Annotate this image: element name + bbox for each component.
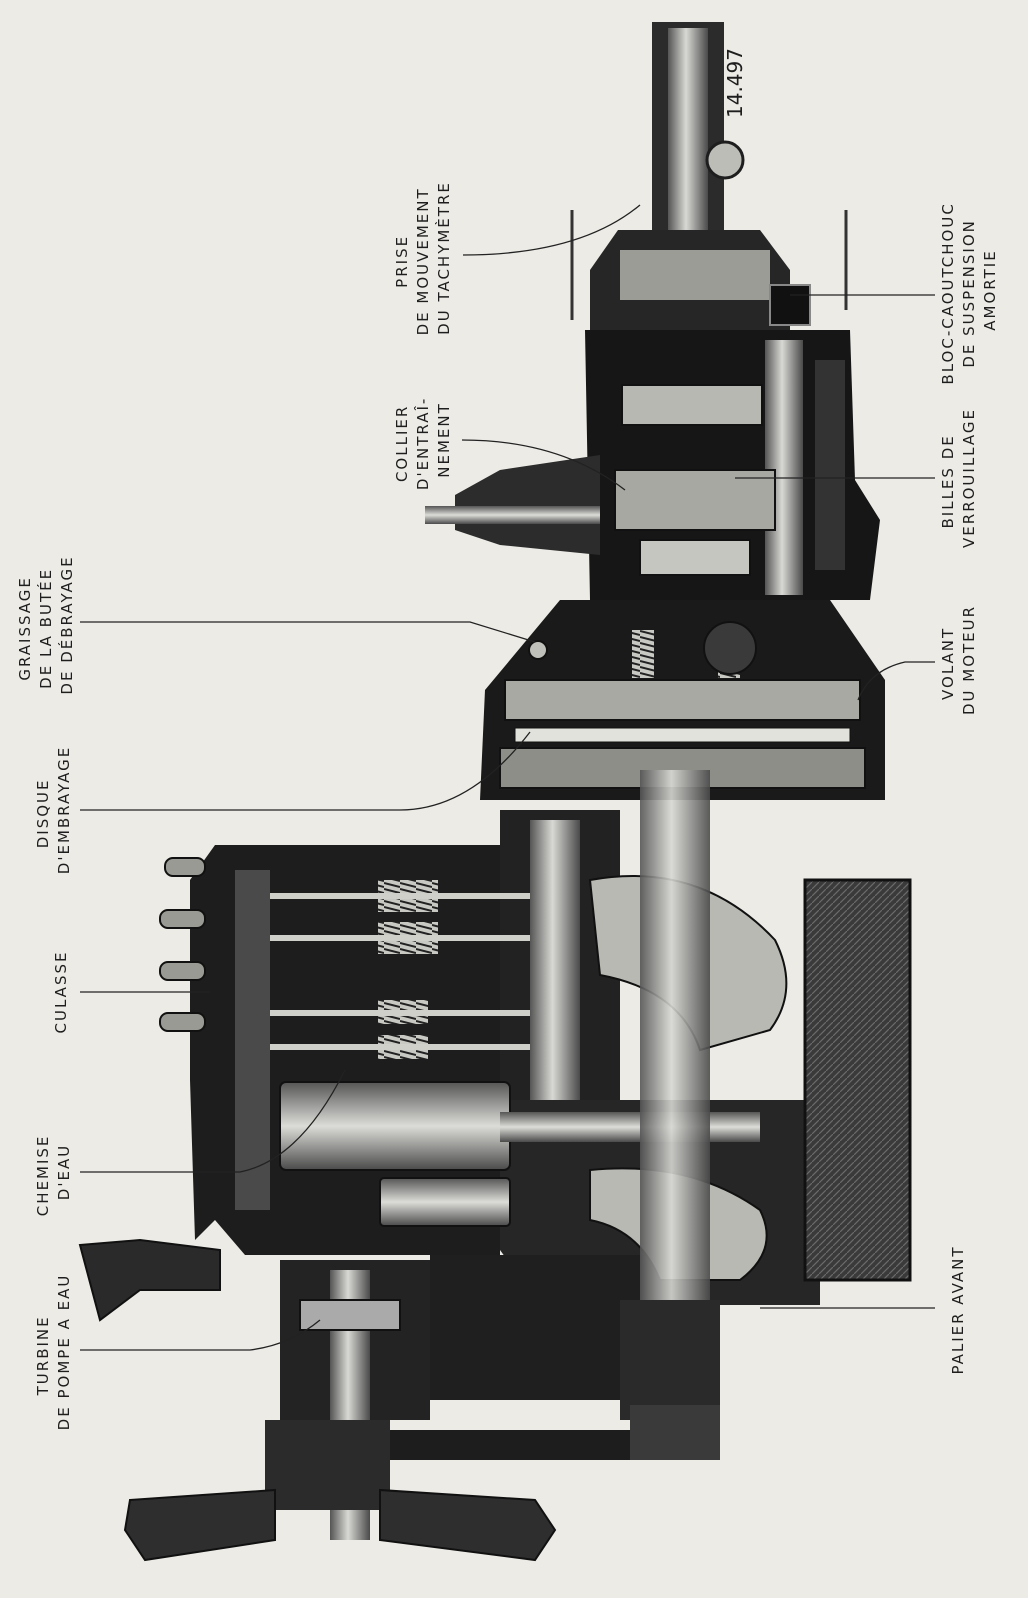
leader-collier (461, 439, 626, 491)
rear-bearing (620, 250, 770, 300)
label-tachymetre: PRISE DE MOUVEMENT DU TACHYMÈTRE (393, 181, 453, 336)
connecting-rod (500, 1112, 760, 1142)
label-culasse-line-1: CULASSE (52, 951, 70, 1034)
leader-disque (80, 731, 531, 811)
selector-rod (425, 506, 600, 524)
label-billes: BILLES DE VERROUILLAGE (939, 408, 978, 548)
label-turbine-line-2: DE POMPE A EAU (55, 1274, 73, 1431)
thrust-bearing-grease-cup (528, 640, 548, 660)
label-chemise-line-2: D'EAU (55, 1144, 73, 1200)
spark-plug-3 (159, 961, 206, 981)
leader-turbine (80, 1319, 321, 1351)
cylinder-head-water-jacket (235, 870, 270, 1210)
label-collier-line-3: NEMENT (435, 402, 453, 478)
label-collier: COLLIER D'ENTRAÎ- NEMENT (393, 390, 453, 490)
leader-lines (80, 204, 935, 1351)
gear-cluster-3 (639, 539, 751, 576)
valve-stem-4 (270, 1044, 530, 1050)
pump-turbine (299, 1299, 401, 1331)
speedometer-drive-gear (705, 140, 745, 180)
label-graissage-line-3: DE DÉBRAYAGE (57, 555, 76, 694)
label-graissage-line-2: DE LA BUTÉE (36, 568, 55, 689)
camshaft (530, 820, 580, 1100)
label-graissage-line-1: GRAISSAGE (16, 576, 34, 681)
labels-right-column: BLOC-CAOUTCHOUC DE SUSPENSION AMORTIE BI… (939, 195, 999, 1374)
spark-plug-1 (164, 857, 206, 877)
leader-graissage (80, 621, 536, 643)
gear-cluster-2 (614, 469, 776, 531)
label-chemise: CHEMISE D'EAU (34, 1128, 73, 1216)
valve-stem-3 (270, 1010, 530, 1016)
label-volant-line-1: VOLANT (939, 627, 957, 700)
gearbox-rib (815, 360, 845, 570)
clutch-housing-assembly (480, 600, 885, 800)
label-bloc-line-2: DE SUSPENSION (960, 219, 978, 368)
label-culasse: CULASSE (52, 951, 70, 1034)
label-bloc: BLOC-CAOUTCHOUC DE SUSPENSION AMORTIE (939, 195, 999, 384)
clutch-spring-left (632, 630, 654, 678)
label-turbine-line-1: TURBINE (34, 1315, 52, 1396)
label-disque: DISQUE D'EMBRAYAGE (34, 746, 73, 874)
label-bloc-line-3: AMORTIE (981, 249, 999, 330)
lay-shaft (765, 340, 803, 595)
label-disque-line-2: D'EMBRAYAGE (55, 746, 73, 874)
drawing-reference-number: 14.497 (723, 48, 747, 118)
leader-chemise (80, 1069, 346, 1173)
water-outlet-pipe (78, 1238, 221, 1322)
label-palier: PALIER AVANT (949, 1245, 967, 1374)
spark-plug-4 (159, 1012, 206, 1032)
label-tachymetre-line-3: DU TACHYMÈTRE (434, 181, 453, 335)
engine-block-assembly (159, 770, 912, 1410)
label-turbine: TURBINE DE POMPE A EAU (34, 1274, 73, 1431)
label-volant-line-2: DU MOTEUR (960, 605, 978, 715)
valve-stem-1 (270, 893, 530, 899)
label-billes-line-2: VERROUILLAGE (960, 408, 978, 548)
oil-sump (803, 878, 912, 1282)
label-chemise-line-1: CHEMISE (34, 1135, 52, 1217)
label-tachymetre-line-1: PRISE (393, 235, 411, 288)
valve-stem-2 (270, 935, 530, 941)
front-bearing-housing (620, 1300, 720, 1420)
label-collier-line-2: D'ENTRAÎ- (413, 397, 432, 490)
fan-blade-left (123, 1488, 276, 1562)
gearbox-assembly (425, 22, 880, 628)
suspension-mount (769, 284, 811, 326)
gear-selector-boss (455, 455, 600, 555)
housing-boss (703, 621, 757, 675)
fan-blade-right (379, 1488, 557, 1562)
label-disque-line-1: DISQUE (34, 779, 52, 849)
water-pump-assembly (78, 1238, 720, 1562)
piston-lower (379, 1177, 511, 1227)
gear-cluster-1 (621, 384, 763, 426)
label-billes-line-1: BILLES DE (939, 434, 957, 528)
fan-belt (380, 1430, 660, 1460)
leader-volant (857, 661, 935, 701)
spark-plug-2 (159, 909, 206, 929)
clutch-pressure-plate (504, 679, 861, 721)
clutch-disc (514, 727, 851, 743)
label-volant: VOLANT DU MOTEUR (939, 605, 978, 715)
leader-tachymetre (462, 204, 641, 256)
label-bloc-line-1: BLOC-CAOUTCHOUC (939, 202, 957, 384)
label-collier-line-1: COLLIER (393, 405, 411, 482)
fan-hub (265, 1420, 390, 1510)
labels-left-column: PRISE DE MOUVEMENT DU TACHYMÈTRE COLLIER… (16, 181, 453, 1431)
piston-upper (279, 1081, 511, 1171)
label-graissage: GRAISSAGE DE LA BUTÉE DE DÉBRAYAGE (16, 555, 76, 694)
block-front-end (430, 1255, 680, 1400)
label-palier-line-1: PALIER AVANT (949, 1245, 967, 1374)
label-tachymetre-line-2: DE MOUVEMENT (414, 187, 432, 335)
crankshaft-pulley (630, 1405, 720, 1460)
